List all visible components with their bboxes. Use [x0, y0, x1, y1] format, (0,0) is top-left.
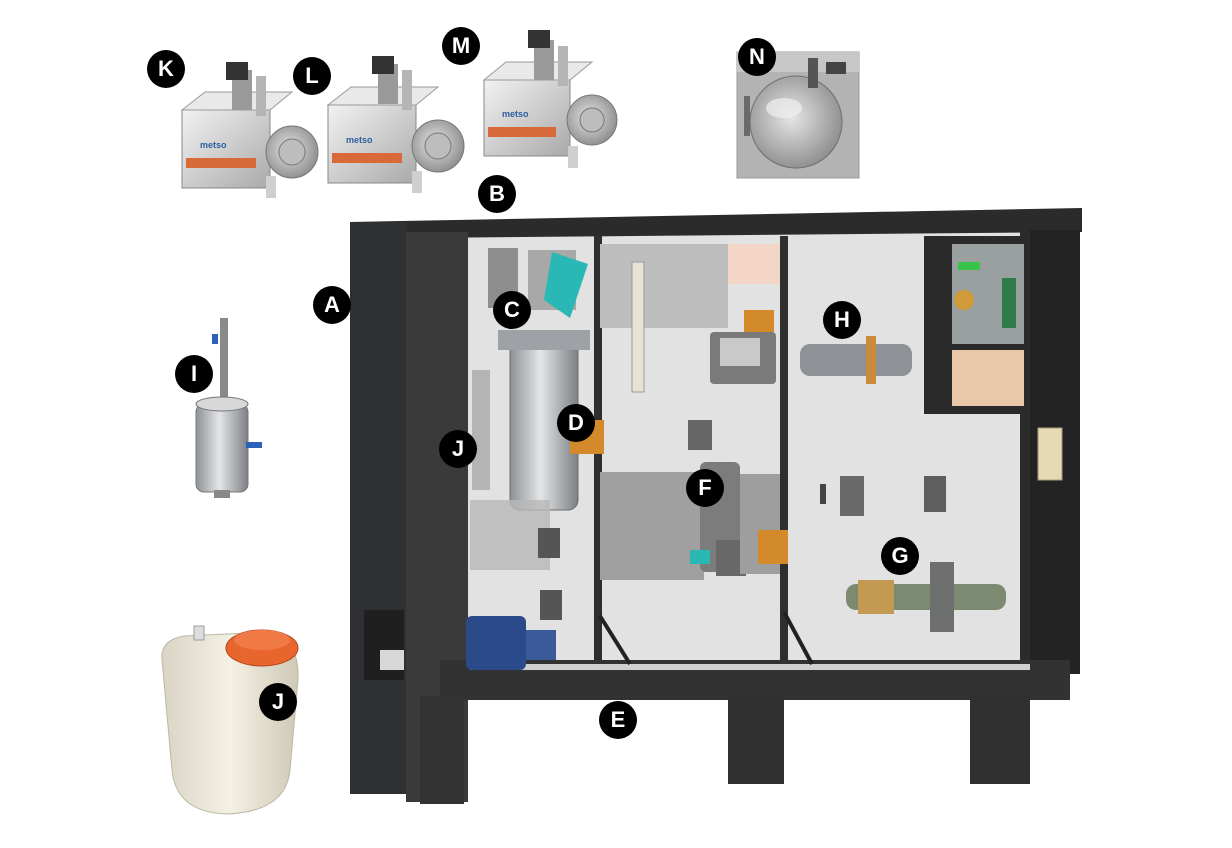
callout-b: B	[478, 175, 516, 213]
tank-photo-n	[736, 51, 860, 179]
callout-l: L	[293, 57, 331, 95]
analyzer-brand-label: metso	[502, 109, 529, 119]
callout-d: D	[557, 404, 595, 442]
sample-vessel-i	[195, 318, 262, 498]
brace	[598, 614, 632, 666]
callout-e: E	[599, 701, 637, 739]
callout-j-container: J	[259, 683, 297, 721]
callout-m: M	[442, 27, 480, 65]
callout-n: N	[738, 38, 776, 76]
reagent-container-j	[161, 625, 299, 815]
brace	[782, 611, 814, 665]
analyzer-brand-label: metso	[346, 135, 373, 145]
analyzer-brand-label: metso	[200, 140, 227, 150]
analyzer-unit-k: metso	[180, 62, 319, 198]
analyzer-cabinet	[350, 208, 1082, 804]
analyzer-unit-l: metso	[326, 56, 465, 193]
callout-g: G	[881, 537, 919, 575]
callout-k: K	[147, 50, 185, 88]
analyzer-unit-m: metso	[482, 30, 618, 168]
callout-j-cabinet: J	[439, 430, 477, 468]
callout-i: I	[175, 355, 213, 393]
callout-h: H	[823, 301, 861, 339]
left-column-a	[350, 222, 406, 794]
callout-f: F	[686, 469, 724, 507]
callout-c: C	[493, 291, 531, 329]
callout-a: A	[313, 286, 351, 324]
